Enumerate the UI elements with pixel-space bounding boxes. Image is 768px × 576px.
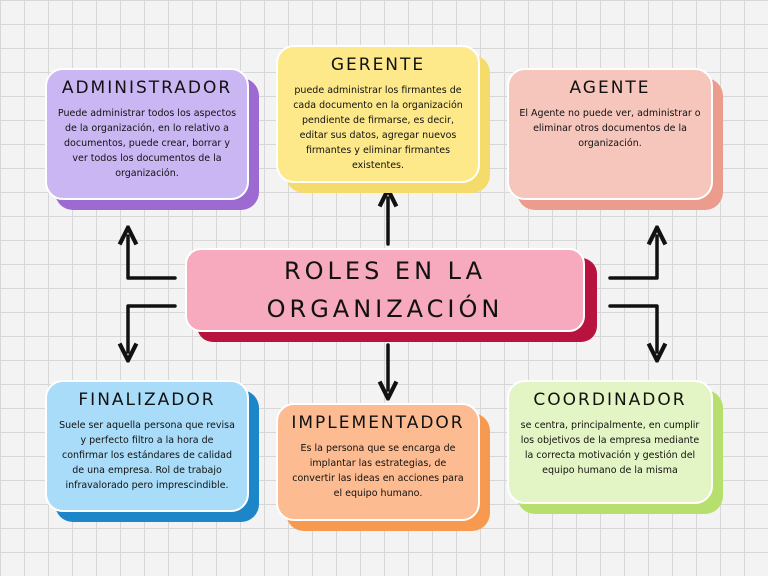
agente-title: AGENTE — [569, 78, 651, 98]
gerente-title: GERENTE — [330, 55, 426, 75]
card-agente-face: AGENTE El Agente no puede ver, administr… — [507, 68, 713, 200]
card-finalizador: FINALIZADOR Suele ser aquella persona qu… — [45, 380, 259, 522]
card-administrador-face: ADMINISTRADOR Puede administrar todos lo… — [45, 68, 249, 200]
card-implementador-face: IMPLEMENTADOR Es la persona que se encar… — [276, 403, 480, 521]
central-topic: ROLES EN LA ORGANIZACIÓN — [185, 248, 597, 342]
card-coordinador: COORDINADOR se centra, principalmente, e… — [507, 380, 723, 514]
central-topic-title: ROLES EN LA ORGANIZACIÓN — [266, 257, 504, 323]
card-implementador: IMPLEMENTADOR Es la persona que se encar… — [276, 403, 490, 531]
coordinador-text: se centra, principalmente, en cumplir lo… — [520, 420, 700, 476]
card-finalizador-face: FINALIZADOR Suele ser aquella persona qu… — [45, 380, 249, 512]
arrow-to-finalizador — [128, 304, 177, 352]
card-agente: AGENTE El Agente no puede ver, administr… — [507, 68, 723, 210]
administrador-text: Puede administrar todos los aspectos de … — [57, 108, 237, 179]
coordinador-title: COORDINADOR — [533, 390, 687, 410]
arrow-to-agente — [608, 236, 657, 280]
agente-text: El Agente no puede ver, administrar o el… — [519, 108, 701, 149]
card-gerente: GERENTE puede administrar los firmantes … — [276, 45, 490, 193]
arrow-to-coordinador — [608, 304, 657, 352]
administrador-title: ADMINISTRADOR — [61, 78, 233, 98]
arrow-to-administrador — [128, 236, 177, 280]
implementador-title: IMPLEMENTADOR — [291, 413, 465, 433]
central-topic-face: ROLES EN LA ORGANIZACIÓN — [185, 248, 585, 332]
card-gerente-face: GERENTE puede administrar los firmantes … — [276, 45, 480, 183]
gerente-text: puede administrar los firmantes de cada … — [293, 85, 463, 171]
finalizador-text: Suele ser aquella persona que revisa y p… — [59, 420, 235, 491]
card-administrador: ADMINISTRADOR Puede administrar todos lo… — [45, 68, 259, 210]
implementador-text: Es la persona que se encarga de implanta… — [292, 443, 464, 499]
card-coordinador-face: COORDINADOR se centra, principalmente, e… — [507, 380, 713, 504]
finalizador-title: FINALIZADOR — [78, 390, 216, 410]
